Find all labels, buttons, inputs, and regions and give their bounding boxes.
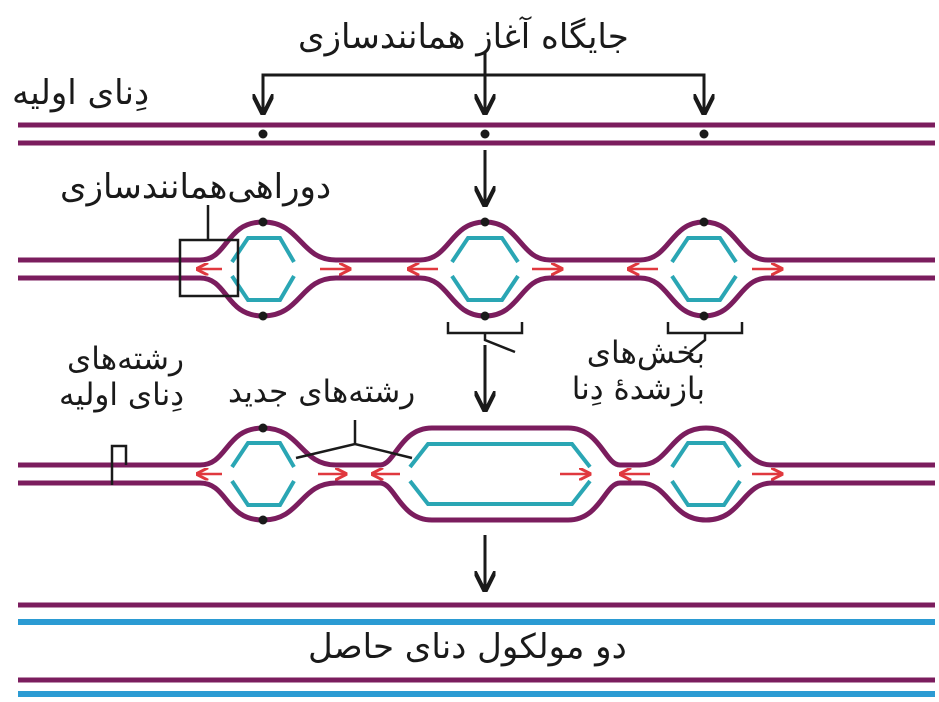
origin-dot [480,217,490,227]
resulting-dna-row [18,602,935,697]
new-strand [450,274,520,302]
parent-strand-bottom [18,480,935,523]
origin-dot [480,129,490,139]
new-strand [230,236,296,264]
origin-dot [258,515,268,525]
origin-dot [699,311,709,321]
new-strand [670,236,738,264]
new-strands-label: رشته‌های جدید [228,374,416,410]
replicated-parts-line-2: بازشدهٔ دِنا [571,370,705,407]
origin-bracket [263,52,704,113]
replicated-parts-brackets [446,322,744,354]
new-strand [408,479,592,506]
origin-dot [699,217,709,227]
new-strand [408,442,592,469]
parent-strands-line-2: دِنای اولیه [59,376,184,413]
new-strands-pointer [295,420,413,460]
origin-dot [258,217,268,227]
parent-strands-pointer [110,444,128,485]
bubble-bracket [446,322,524,335]
replicated-parts-line-1: بخش‌های [586,335,705,371]
new-strand [670,479,742,507]
parent-strands-label: رشته‌های دِنای اولیه [14,341,184,413]
bracket-leader [483,333,516,354]
origin-dot [258,129,268,139]
replicated-parts-label: بخش‌های بازشدهٔ دِنا [505,335,705,407]
merged-bubbles-row [18,420,935,525]
new-strand [670,441,742,469]
origin-dot [258,311,268,321]
parent-dna-label: دِنای اولیه [12,73,150,113]
new-strand [450,236,520,264]
replication-bubbles-row [18,205,935,321]
replication-fork-label: دوراهی‌همانندسازی [60,167,332,207]
parent-strand-bottom [18,275,935,319]
bracket-leader [689,333,707,353]
parent-dna-row [18,122,935,146]
origin-dot [480,311,490,321]
origin-dot [258,423,268,433]
parent-strand-top [18,219,935,263]
origin-sites-label: جایگاه آغاز همانندسازی [298,17,629,57]
new-strand [230,479,296,507]
new-strand [670,274,738,302]
new-strand [230,274,296,302]
new-strand [230,441,296,469]
result-label: دو مولکول دنای حاصل [308,627,627,667]
parent-strands-line-1: رشته‌های [67,341,184,377]
bubble-bracket [666,322,744,335]
origin-dot [699,129,709,139]
parent-strand-top [18,425,935,468]
